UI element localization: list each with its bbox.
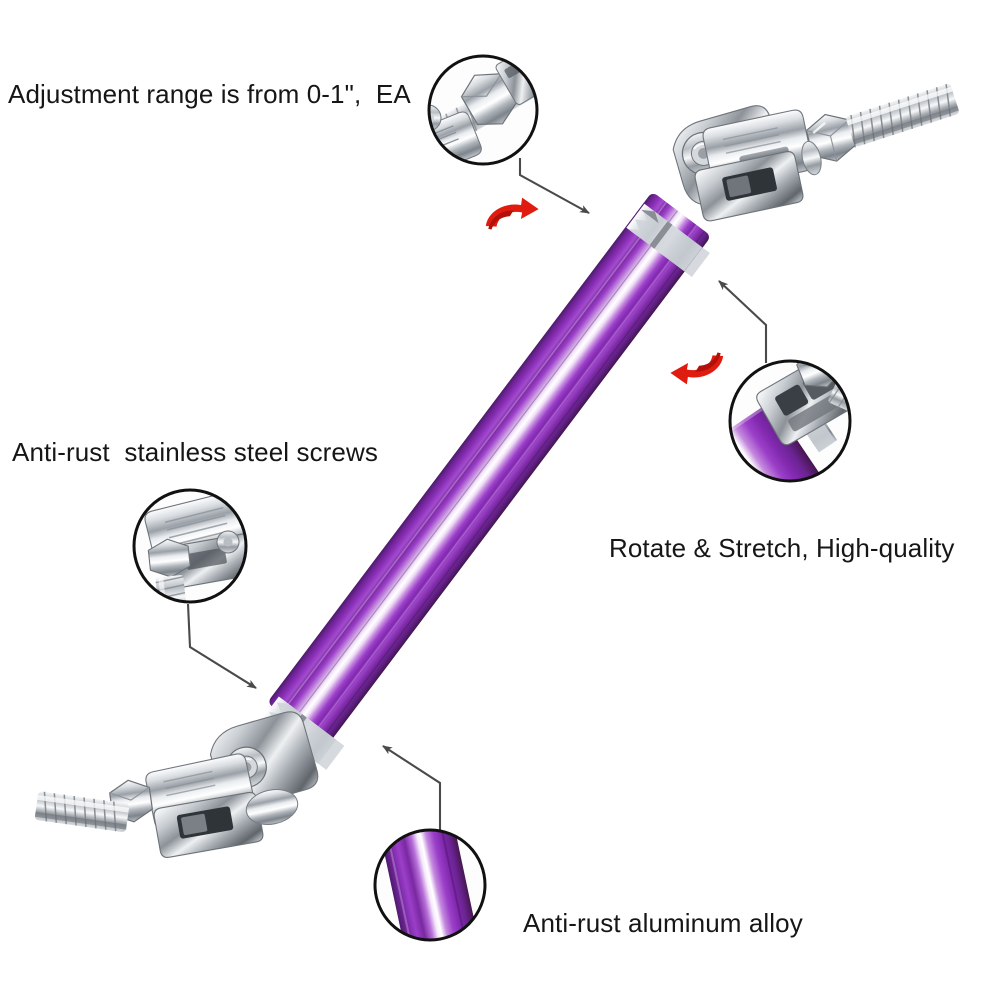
caption-adjustment-range: Adjustment range is from 0-1", EA — [8, 79, 411, 109]
product-support-bar — [34, 83, 959, 858]
stainless-screw-bracket-closeup — [134, 490, 246, 602]
leader-line-screws — [186, 603, 257, 689]
top-joint-assembly — [626, 83, 959, 278]
leader-line-alloy — [382, 745, 442, 830]
leader-lines — [186, 158, 768, 830]
purple-tube-closeup — [375, 830, 485, 940]
caption-aluminum-alloy: Anti-rust aluminum alloy — [523, 908, 803, 938]
callout-circle-aluminum-alloy — [373, 828, 487, 942]
caption-stainless-screws: Anti-rust stainless steel screws — [12, 437, 378, 467]
bottom-joint-assembly — [34, 696, 345, 858]
purple-aluminum-tube — [269, 193, 709, 745]
threaded-stud-top — [846, 83, 959, 148]
red-arrow-right — [670, 352, 724, 385]
threaded-stud-bottom — [34, 791, 130, 833]
caption-rotate-stretch: Rotate & Stretch, High-quality — [609, 533, 955, 563]
red-arrow-top — [485, 197, 539, 230]
rotation-arrows — [485, 197, 724, 385]
callout-circle-stainless-screws — [132, 488, 248, 604]
leader-line-rotate — [718, 280, 768, 363]
leader-line-adjustment — [518, 158, 590, 214]
